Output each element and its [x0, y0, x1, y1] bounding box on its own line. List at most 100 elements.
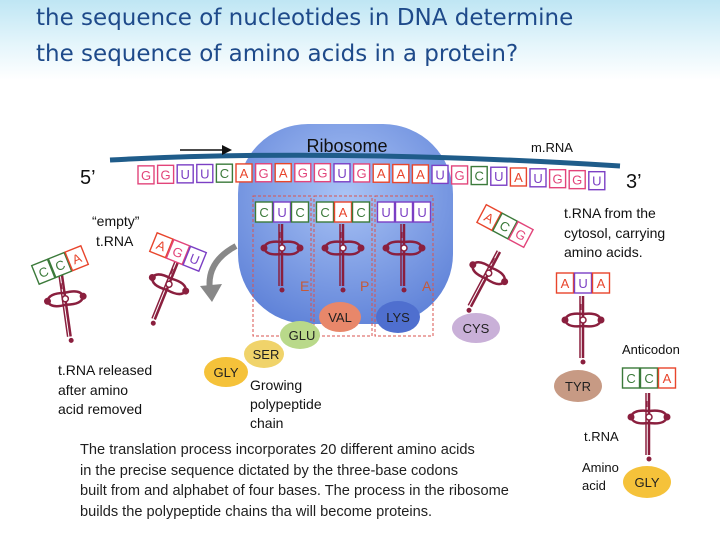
a-site-box — [374, 195, 434, 337]
svg-text:U: U — [435, 167, 444, 182]
svg-text:A: A — [416, 167, 425, 182]
released-label-2: after amino — [58, 382, 128, 398]
mrna-base: U — [490, 166, 508, 186]
mrna-base: U — [333, 163, 351, 183]
mrna-base: A — [392, 163, 410, 184]
svg-text:G: G — [298, 166, 308, 181]
amino-acid-gly — [204, 357, 248, 387]
anticodon-base: C — [254, 201, 274, 223]
svg-text:A: A — [396, 167, 405, 182]
svg-text:G: G — [259, 166, 269, 181]
amino-acid-gly-legend — [623, 466, 671, 498]
mrna-base: G — [568, 169, 586, 190]
anticodon-base: U — [272, 201, 292, 223]
amino-acid-cys-label: CYS — [463, 321, 490, 336]
anticodon-base: U — [376, 201, 396, 223]
anticodon-base: C — [315, 201, 335, 223]
mrna-strand — [109, 152, 621, 169]
svg-text:U: U — [592, 174, 601, 189]
amino-acid-tyr-label: TYR — [565, 379, 591, 394]
ribosome-label: Ribosome — [306, 136, 387, 156]
direction-arrow-head — [222, 145, 232, 155]
mrna-base: U — [176, 164, 194, 184]
mrna-base: U — [588, 170, 606, 191]
title-banner — [0, 0, 720, 80]
amino-acid-cys — [452, 313, 500, 343]
svg-text:A: A — [514, 170, 523, 185]
mrna-base: A — [509, 167, 528, 187]
mrna-base: A — [274, 162, 292, 183]
release-arrow — [206, 243, 238, 291]
anticodon-base: C — [621, 367, 641, 389]
mrna-base: U — [529, 168, 547, 188]
svg-text:C: C — [295, 205, 304, 220]
svg-text:U: U — [277, 205, 286, 220]
anticodon-base: A — [591, 272, 611, 294]
svg-text:C: C — [259, 205, 268, 220]
caption-line-1: The translation process incorporates 20 … — [80, 442, 475, 458]
site-e-label: E — [300, 278, 309, 294]
mrna-base: A — [372, 163, 390, 183]
svg-text:A: A — [663, 371, 672, 386]
svg-text:U: U — [533, 171, 542, 186]
site-p-label: P — [360, 278, 369, 294]
incoming-cys-trna — [447, 240, 521, 324]
mrna-base: G — [137, 165, 155, 185]
anticodon-base: C — [639, 367, 659, 389]
title-line-1: the sequence of nucleotides in DNA deter… — [36, 5, 574, 31]
svg-text:A: A — [597, 276, 606, 291]
amino-acid-ser — [244, 340, 284, 368]
mrna-label: m.RNA — [531, 140, 573, 155]
amino-acid-val — [319, 302, 361, 332]
growing-label-3: chain — [250, 415, 283, 431]
svg-text:C: C — [356, 205, 365, 220]
mrna-base: G — [548, 168, 567, 189]
anticodon-base: U — [394, 201, 414, 223]
anticodon-base: G — [507, 220, 535, 249]
svg-text:A: A — [377, 166, 386, 181]
anticodon-base: C — [351, 201, 371, 223]
mrna-base: G — [313, 162, 332, 183]
amino-acid-tyr — [554, 370, 602, 402]
anticodon-base: U — [412, 201, 432, 223]
mrna-base: U — [196, 163, 214, 184]
svg-text:G: G — [455, 168, 465, 183]
title-line-2: the sequence of amino acids in a protein… — [36, 41, 519, 67]
anticodon-base: A — [148, 231, 174, 259]
carrying-label-1: t.RNA from the — [564, 205, 656, 221]
five-prime-label: 5’ — [80, 167, 96, 189]
svg-text:A: A — [279, 166, 288, 181]
amino-acid-lys-label: LYS — [386, 310, 410, 325]
svg-text:U: U — [200, 166, 209, 181]
svg-text:G: G — [572, 173, 582, 188]
growing-label-1: Growing — [250, 377, 302, 393]
slide-title: the sequence of nucleotides in DNA deter… — [36, 0, 716, 72]
released-trna — [39, 270, 95, 348]
release-arrow-head — [200, 284, 222, 302]
site-a-label: A — [422, 278, 432, 294]
anticodon-base: A — [333, 201, 353, 223]
svg-text:C: C — [475, 169, 484, 184]
amino-acid-gly-label: GLY — [213, 365, 238, 380]
svg-text:G: G — [553, 172, 563, 187]
growing-label-2: polypeptide — [250, 396, 322, 412]
amino-acid-val-label: VAL — [328, 310, 352, 325]
anticodon-base: A — [555, 272, 575, 294]
mrna-base: A — [411, 164, 430, 184]
anticodon-base: U — [182, 245, 208, 273]
mrna-base: G — [254, 163, 273, 183]
svg-text:C: C — [320, 205, 329, 220]
caption: The translation process incorporates 20 … — [80, 440, 560, 522]
svg-text:U: U — [337, 166, 346, 181]
tyr-trna — [560, 294, 606, 366]
amino-acid-glu-label: GLU — [289, 328, 316, 343]
caption-line-3: built from and alphabet of four bases. T… — [80, 483, 509, 499]
legend-trna — [626, 391, 672, 463]
